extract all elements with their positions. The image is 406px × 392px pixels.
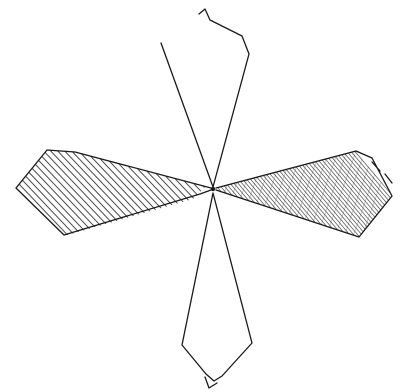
hatch-stroke: [168, 148, 246, 240]
hatch-stroke: [0, 145, 72, 240]
hatch-stroke: [228, 148, 306, 240]
hatch-stroke: [361, 148, 393, 240]
hatch-stroke: [204, 148, 282, 240]
hatch-stroke: [143, 145, 233, 240]
hatch-stroke: [364, 148, 406, 240]
hatch-stroke: [396, 148, 406, 240]
hatch-stroke: [38, 145, 128, 240]
hatch-stroke: [180, 148, 258, 240]
hatch-stroke: [0, 145, 44, 240]
hatch-stroke: [292, 148, 370, 240]
hatch-stroke: [0, 145, 51, 240]
hatch-stroke: [380, 148, 406, 240]
hatch-stroke: [325, 148, 357, 240]
top-lobe-outline: [161, 9, 249, 187]
hatch-stroke: [154, 148, 186, 240]
hatch-stroke: [264, 148, 342, 240]
hatch-stroke: [148, 148, 226, 240]
hatch-stroke: [392, 148, 406, 240]
hatch-stroke: [312, 148, 390, 240]
hatch-stroke: [280, 148, 358, 240]
hatch-stroke: [196, 148, 274, 240]
hatch-stroke: [200, 148, 278, 240]
center-junction: [211, 187, 215, 191]
hatch-stroke: [150, 145, 240, 240]
hatch-stroke: [172, 148, 250, 240]
hatch-stroke: [296, 148, 374, 240]
hatch-stroke: [199, 145, 289, 240]
hatch-stroke: [0, 145, 58, 240]
hatch-stroke: [253, 148, 285, 240]
hatch-stroke: [235, 148, 267, 240]
hatch-stroke: [122, 145, 212, 240]
hatch-stroke: [115, 145, 205, 240]
hatch-stroke: [0, 145, 86, 240]
hatch-stroke: [164, 145, 254, 240]
hatch-stroke: [156, 148, 234, 240]
hatch-stroke: [300, 148, 378, 240]
hatch-stroke: [252, 148, 330, 240]
hatch-stroke: [271, 148, 303, 240]
hatch-stroke: [240, 148, 318, 240]
hatch-stroke: [400, 148, 406, 240]
hatch-stroke: [220, 148, 298, 240]
hatch-stroke: [31, 145, 121, 240]
hatch-stroke: [171, 145, 261, 240]
bottom-lobe-outline: [182, 193, 252, 388]
hatch-stroke: [236, 148, 314, 240]
hatch-stroke: [232, 148, 310, 240]
hatch-stroke: [101, 145, 191, 240]
hatch-stroke: [108, 145, 198, 240]
hatch-stroke: [256, 148, 334, 240]
hatch-stroke: [227, 145, 317, 240]
hatch-stroke: [184, 148, 262, 240]
hatch-stroke: [244, 148, 322, 240]
hatch-stroke: [176, 148, 254, 240]
hatch-stroke: [152, 148, 230, 240]
hatch-stroke: [224, 148, 302, 240]
hatch-stroke: [94, 145, 184, 240]
hatch-stroke: [0, 145, 30, 240]
hatch-stroke: [0, 145, 37, 240]
